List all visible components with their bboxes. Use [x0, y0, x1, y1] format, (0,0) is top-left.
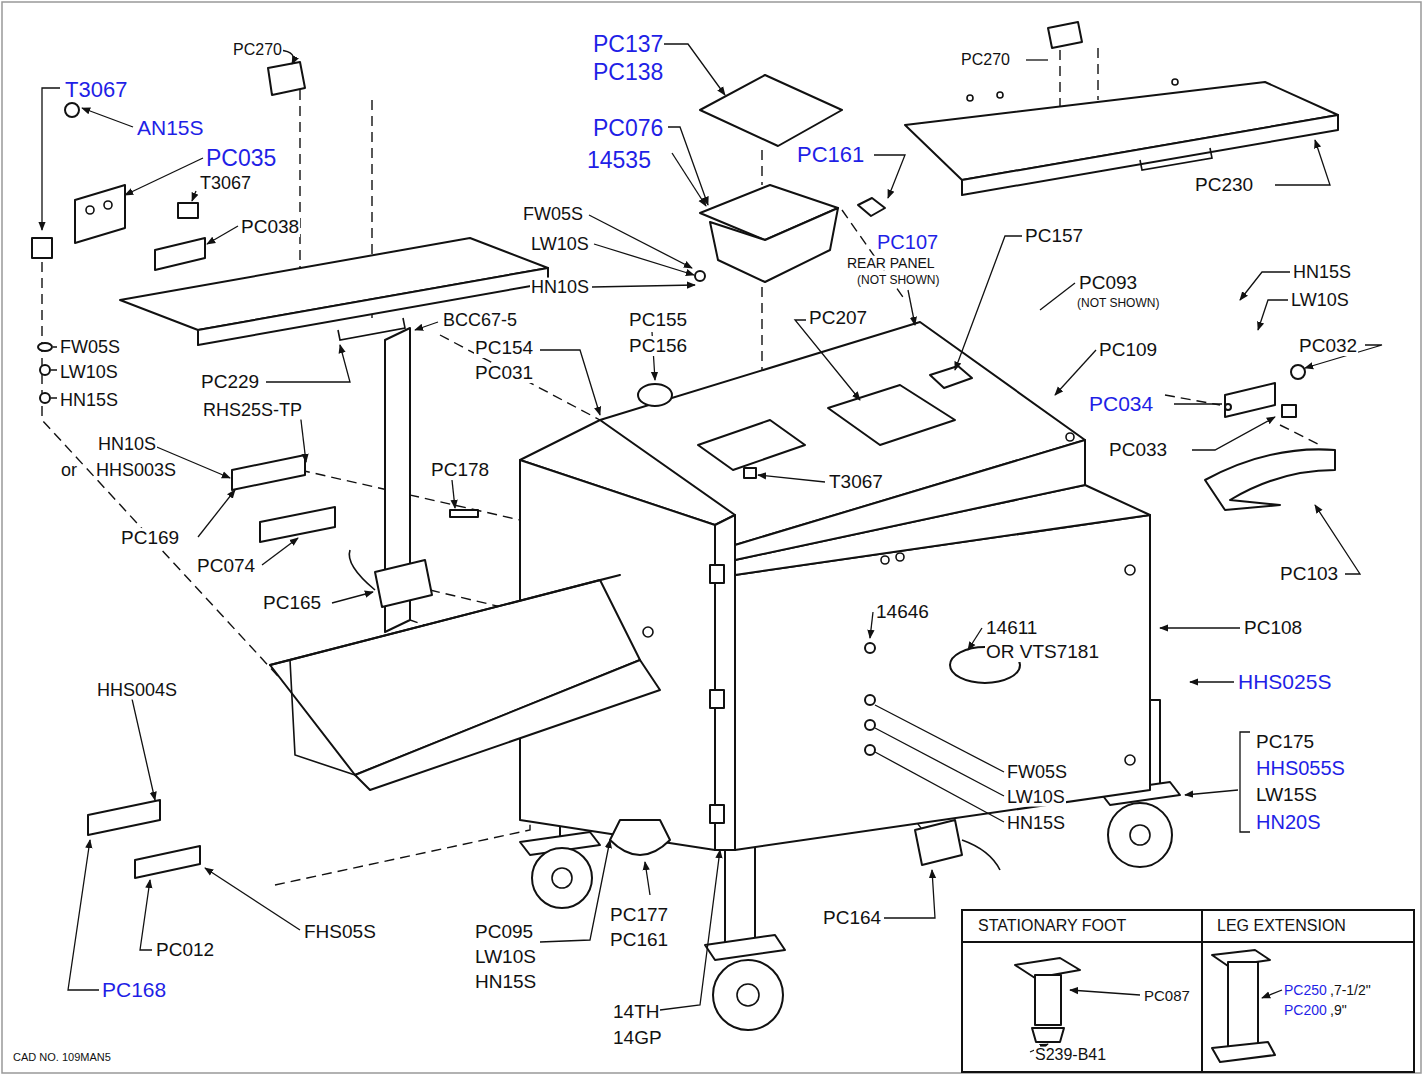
part-label: (NOT SHOWN): [1076, 297, 1160, 310]
part-label: 14GP: [612, 1028, 663, 1048]
option-table: [962, 910, 1414, 1072]
part-label: PC161: [796, 143, 865, 166]
part-label: PC155: [628, 310, 688, 330]
part-label: PC169: [120, 528, 180, 548]
part-label: PC103: [1279, 564, 1339, 584]
part-label: PC138: [592, 60, 664, 84]
part-label: RHS25S-TP: [202, 401, 303, 420]
part-label: PC161: [609, 930, 669, 950]
part-label: PC035: [205, 146, 277, 170]
part-label: PC038: [240, 217, 300, 237]
part-label: PC095: [474, 922, 534, 942]
part-label: PC270: [232, 42, 283, 59]
part-label: PC107: [876, 232, 939, 253]
part-label: 14611: [985, 618, 1038, 638]
part-label: FW05S: [522, 205, 584, 224]
part-label: ,9": [1329, 1003, 1348, 1018]
part-label: LEG EXTENSION: [1216, 918, 1347, 935]
part-label: HN15S: [474, 972, 537, 992]
part-label: PC175: [1255, 732, 1315, 752]
part-label: 14TH: [612, 1002, 660, 1022]
part-label: FW05S: [59, 338, 121, 357]
part-label: PC033: [1108, 440, 1168, 460]
part-label: FHS05S: [303, 922, 377, 942]
part-label: PC074: [196, 556, 256, 576]
part-label: PC137: [592, 32, 664, 56]
part-label: PC108: [1243, 618, 1303, 638]
hardware: [32, 103, 1335, 878]
part-label: PC012: [155, 940, 215, 960]
part-label: PC207: [808, 308, 868, 328]
part-label: HHS055S: [1255, 758, 1346, 779]
control-box: [695, 75, 885, 282]
part-label: BCC67-5: [442, 311, 518, 330]
part-label: HN20S: [1255, 812, 1321, 833]
part-label: 14535: [586, 148, 652, 172]
part-label: HN10S: [97, 435, 157, 454]
machine-body: [270, 322, 1150, 855]
part-label: PC109: [1098, 340, 1158, 360]
part-label: PC165: [262, 593, 322, 613]
part-label: PC076: [592, 116, 664, 140]
part-label: or: [60, 461, 78, 480]
part-label: CAD NO. 109MAN5: [12, 1052, 112, 1064]
part-label: OR VTS7181: [985, 642, 1100, 662]
part-label: (NOT SHOWN): [856, 274, 940, 287]
part-label: PC156: [628, 336, 688, 356]
part-label: T3067: [64, 78, 128, 101]
part-label: PC178: [430, 460, 490, 480]
part-label: LW10S: [474, 947, 537, 967]
part-label: PC250: [1283, 983, 1328, 998]
part-label: HHS004S: [96, 681, 178, 700]
part-label: PC093: [1078, 273, 1138, 293]
part-label: LW10S: [1006, 788, 1066, 807]
part-label: PC087: [1143, 988, 1191, 1004]
part-label: HN15S: [59, 391, 119, 410]
part-label: PC164: [822, 908, 882, 928]
part-label: REAR PANEL: [846, 256, 936, 271]
part-label: PC032: [1298, 336, 1358, 356]
part-label: PC168: [101, 979, 167, 1001]
part-label: ,7-1/2": [1329, 983, 1372, 998]
part-label: PC270: [960, 52, 1011, 69]
part-label: HN15S: [1292, 263, 1352, 282]
part-label: HN15S: [1006, 814, 1066, 833]
part-label: PC200: [1283, 1003, 1328, 1018]
part-label: PC177: [609, 905, 669, 925]
part-label: HHS003S: [95, 461, 177, 480]
part-label: HHS025S: [1237, 671, 1332, 693]
part-label: PC031: [474, 363, 534, 383]
part-label: LW10S: [530, 235, 590, 254]
covers: [120, 22, 1338, 345]
part-label: HN10S: [530, 278, 590, 297]
part-label: T3067: [828, 472, 884, 492]
part-label: STATIONARY FOOT: [977, 918, 1127, 935]
part-label: LW15S: [1255, 785, 1318, 805]
part-label: PC230: [1194, 175, 1254, 195]
part-label: 14646: [875, 602, 930, 622]
part-label: PC229: [200, 372, 260, 392]
leader-lines: [42, 44, 1382, 1010]
part-label: LW10S: [1290, 291, 1350, 310]
assembly-lines: [42, 48, 1320, 885]
part-label: FW05S: [1006, 763, 1068, 782]
part-label: PC157: [1024, 226, 1084, 246]
part-label: LW10S: [59, 363, 119, 382]
part-label: PC034: [1088, 393, 1154, 415]
part-label: AN15S: [136, 117, 205, 139]
part-label: S239-B41: [1034, 1047, 1107, 1064]
part-label: T3067: [199, 174, 252, 193]
part-label: PC154: [474, 338, 534, 358]
